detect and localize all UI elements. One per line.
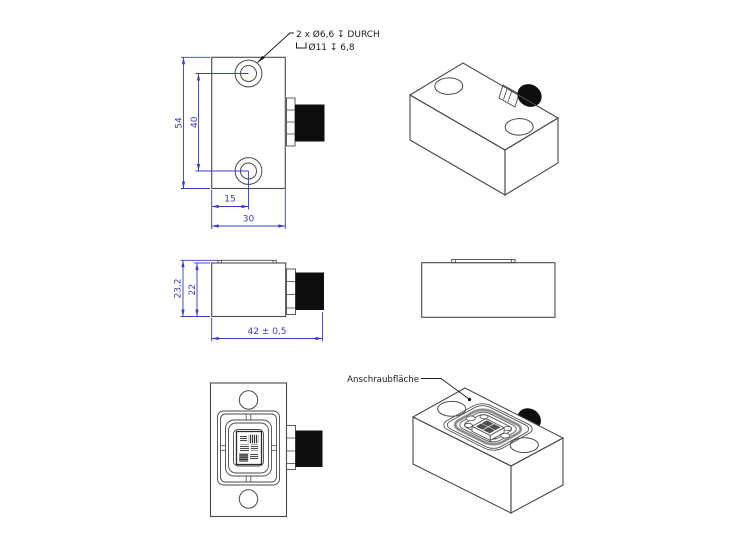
dim-overall-height: 54 [175, 56, 210, 189]
leader-arrow-icon [257, 55, 265, 63]
chip-pad [488, 423, 501, 431]
dim-hole-spacing: 40 [190, 73, 249, 172]
chip-pattern-block [250, 444, 258, 451]
iso-chip-top [472, 419, 504, 436]
side-view-collar-lip [451, 259, 516, 264]
top-body [211, 262, 287, 318]
mounting-surface-label: Anschraubfläche [347, 375, 419, 385]
counterbore-icon [296, 42, 307, 49]
top-view-collar-lip [217, 259, 277, 264]
top-view: 23,2 22 42 ± 0,5 [174, 259, 324, 342]
bottom-hole-top [238, 390, 259, 410]
dim-text-40: 40 [190, 116, 200, 128]
iso-bottom-holes [432, 398, 544, 455]
connector-flange [286, 425, 296, 470]
front-body [211, 56, 286, 190]
mounting-surface-callout: Anschraubfläche [347, 375, 472, 402]
side-view [421, 259, 556, 318]
hole-callout: 2 x Ø6,6 ↧ DURCH Ø11 ↧ 6,8 [257, 29, 380, 63]
chip-pattern-block [250, 453, 258, 460]
dim-hole-offset: 15 [211, 171, 249, 229]
chip-pad [483, 427, 495, 434]
chip-pattern-block [248, 434, 259, 444]
dim-overall-width: 30 [211, 189, 286, 229]
isometric-bottom-view: Anschraubfläche [347, 375, 565, 514]
bottom-hole-bottom [238, 489, 259, 509]
dim-text-22: 22 [188, 284, 198, 295]
dim-text-54: 54 [175, 117, 185, 129]
chip-pattern-block [240, 436, 247, 442]
connector-knurl [295, 430, 323, 467]
dim-body-depth: 22 [188, 262, 210, 317]
dim-text-30: 30 [243, 215, 255, 225]
iso-front-right-face [504, 117, 559, 196]
chip-pad [481, 420, 494, 427]
iso-front-left-face [409, 94, 506, 196]
iso-top-face [408, 62, 560, 151]
iso-top-holes [429, 74, 539, 138]
side-body [421, 262, 556, 318]
top-view-connector [286, 268, 324, 315]
chip-pattern-block [240, 444, 249, 452]
chip-pad [475, 423, 488, 430]
dim-overall-depth: 23,2 [174, 259, 218, 317]
connector-knurl [295, 272, 324, 310]
leader-dot-icon [467, 397, 472, 402]
bottom-body [209, 382, 288, 518]
connector-knurl [295, 104, 325, 142]
front-view: 54 40 15 30 [175, 29, 380, 229]
iso-front-right-face [510, 437, 564, 514]
dim-text-23-2: 23,2 [174, 278, 184, 298]
dim-text-15: 15 [224, 195, 235, 205]
recess-rings [217, 410, 280, 486]
iso-top-connector [498, 84, 542, 108]
sensor-chip [235, 430, 263, 466]
dim-overall-length: 42 ± 0,5 [211, 312, 323, 342]
front-view-connector [286, 97, 325, 147]
dim-text-42: 42 ± 0,5 [247, 327, 286, 337]
isometric-top-view [408, 62, 560, 196]
connector-knurl [517, 84, 542, 107]
bottom-view-connector [286, 425, 323, 470]
callout-line1: 2 x Ø6,6 ↧ DURCH [296, 29, 380, 40]
callout-line2: Ø11 ↧ 6,8 [309, 42, 355, 53]
chip-pattern-block [239, 453, 249, 462]
bottom-view [209, 382, 323, 518]
